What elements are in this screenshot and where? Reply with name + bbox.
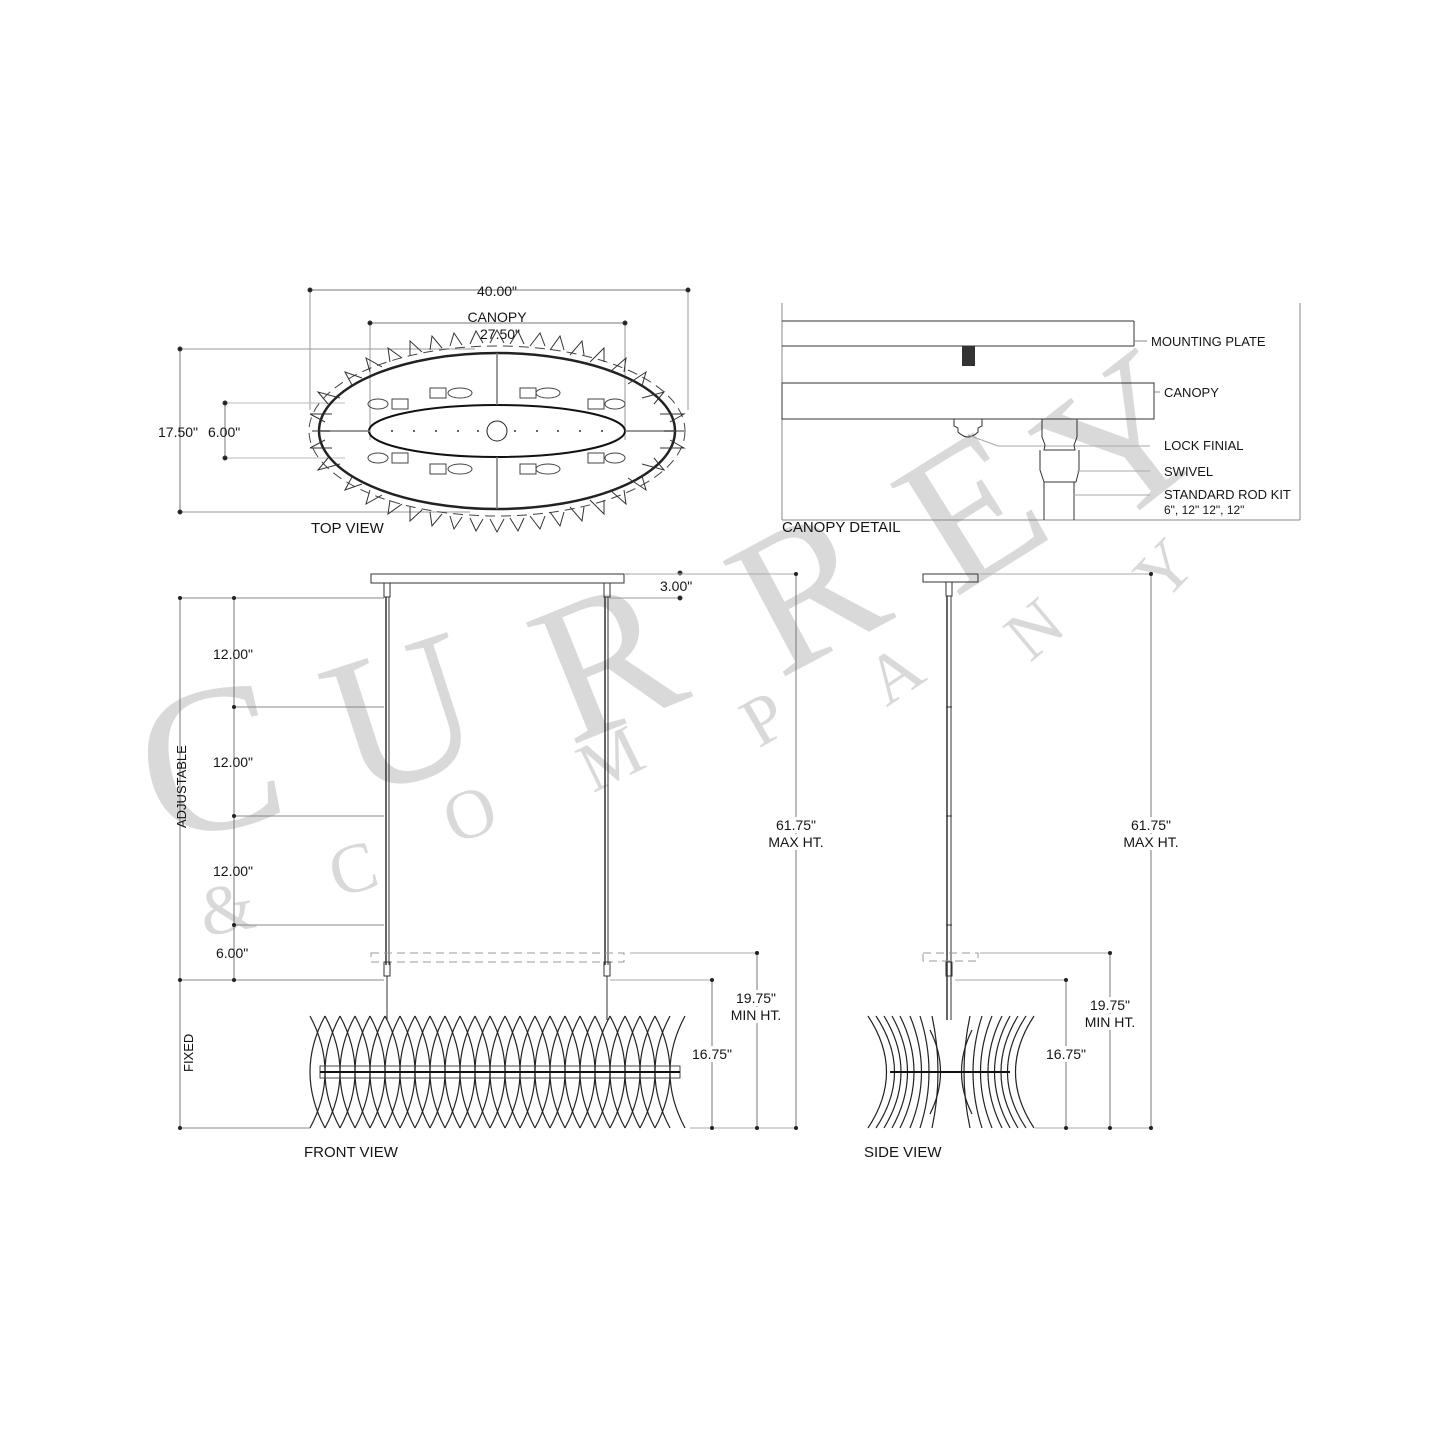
front-view-title: FRONT VIEW	[304, 1144, 398, 1161]
callout-canopy: CANOPY	[1164, 385, 1219, 400]
front-view-drawing	[178, 570, 798, 1130]
front-canopy-height: 3.00"	[660, 578, 693, 594]
front-min-height-label: MIN HT.	[730, 1007, 782, 1023]
callout-rod-kit-sizes: 6", 12" 12", 12"	[1164, 503, 1245, 517]
side-body-height: 16.75"	[1045, 1046, 1087, 1062]
side-min-height: 19.75"	[1089, 997, 1131, 1013]
top-view-overall-depth: 17.50"	[158, 424, 199, 440]
rod-segment-4: 6.00"	[216, 945, 249, 961]
callout-mounting-plate: MOUNTING PLATE	[1151, 334, 1266, 349]
canopy-detail-drawing	[781, 303, 1301, 521]
side-min-height-label: MIN HT.	[1084, 1014, 1136, 1030]
top-view-overall-width: 40.00"	[476, 283, 518, 299]
front-min-height: 19.75"	[735, 990, 777, 1006]
callout-swivel: SWIVEL	[1164, 464, 1214, 479]
adjustable-label: ADJUSTABLE	[174, 745, 189, 828]
rod-segment-3: 12.00"	[213, 863, 254, 879]
canopy-detail-title: CANOPY DETAIL	[782, 519, 901, 536]
side-view-drawing	[867, 572, 1153, 1130]
rod-segment-2: 12.00"	[213, 754, 254, 770]
front-body-height: 16.75"	[691, 1046, 733, 1062]
fixed-label: FIXED	[181, 1033, 196, 1072]
front-max-height-label: MAX HT.	[768, 834, 824, 850]
callout-lock-finial: LOCK FINIAL	[1164, 438, 1244, 453]
side-max-height: 61.75"	[1130, 817, 1172, 833]
side-max-height-label: MAX HT.	[1123, 834, 1179, 850]
top-view-drawing	[177, 287, 691, 534]
top-view-title: TOP VIEW	[311, 520, 384, 537]
callout-standard-rod-kit: STANDARD ROD KIT	[1164, 487, 1291, 502]
rod-segment-1: 12.00"	[213, 646, 254, 662]
side-view-title: SIDE VIEW	[864, 1144, 942, 1161]
top-view-canopy-label: CANOPY	[467, 309, 527, 325]
front-max-height: 61.75"	[775, 817, 817, 833]
top-view-canopy-width: 27.50"	[479, 326, 521, 342]
top-view-canopy-depth: 6.00"	[208, 424, 241, 440]
